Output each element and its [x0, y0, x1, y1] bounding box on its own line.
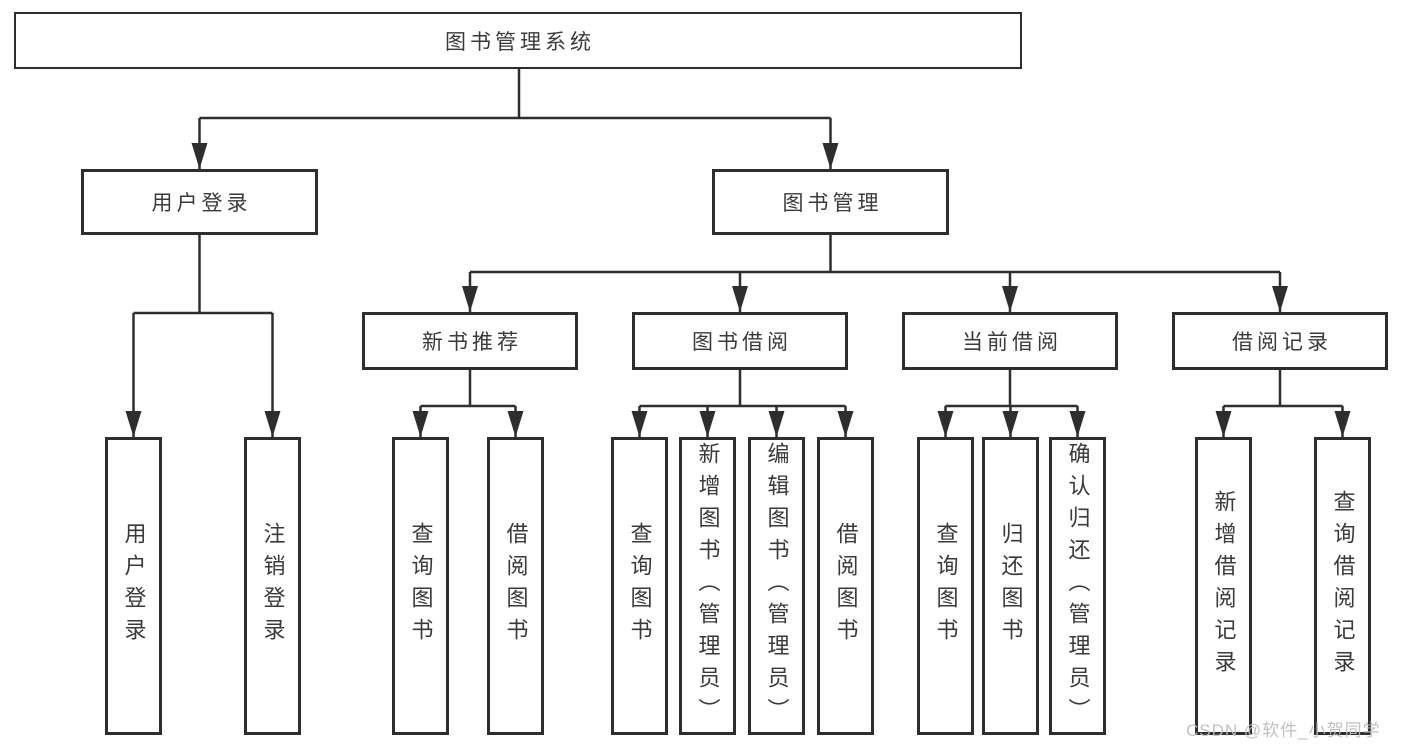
node-label: 图书借阅: [692, 331, 792, 354]
node-new-book-recommend: 新书推荐: [362, 312, 578, 370]
leaf-query-books-current: 查询图书: [917, 437, 974, 735]
node-current-borrow: 当前借阅: [902, 312, 1118, 370]
node-label: 编辑图书（管理员）: [764, 442, 790, 730]
node-label: 归还图书: [998, 522, 1024, 650]
node-label: 图书管理系统: [445, 30, 595, 54]
node-label: 用户登录: [121, 522, 147, 650]
node-book-management-system: 图书管理系统: [14, 12, 1022, 69]
leaf-query-borrow-record: 查询借阅记录: [1314, 437, 1371, 735]
leaf-user-login: 用户登录: [105, 437, 162, 735]
node-label: 图书管理: [782, 192, 883, 215]
node-label: 新增借阅记录: [1211, 490, 1237, 682]
leaf-borrow-books-borrow: 借阅图书: [817, 437, 874, 735]
csdn-watermark: CSDN @软件_小贺同学: [1186, 721, 1381, 740]
node-label: 借阅图书: [833, 522, 859, 650]
leaf-confirm-return-admin: 确认归还（管理员）: [1049, 437, 1106, 735]
node-label: 用户登录: [151, 192, 252, 215]
leaf-add-borrow-record: 新增借阅记录: [1195, 437, 1252, 735]
node-label: 确认归还（管理员）: [1065, 442, 1091, 730]
node-label: 查询图书: [408, 522, 434, 650]
leaf-return-book: 归还图书: [982, 437, 1039, 735]
leaf-borrow-books-recommend: 借阅图书: [487, 437, 544, 735]
leaf-query-books-recommend: 查询图书: [392, 437, 449, 735]
node-label: 注销登录: [260, 522, 286, 650]
node-book-borrow: 图书借阅: [632, 312, 848, 370]
leaf-edit-book-admin: 编辑图书（管理员）: [748, 437, 805, 735]
leaf-logout: 注销登录: [244, 437, 301, 735]
node-label: 查询借阅记录: [1330, 490, 1356, 682]
node-label: 查询图书: [933, 522, 959, 650]
node-book-management: 图书管理: [712, 169, 949, 235]
leaf-add-book-admin: 新增图书（管理员）: [679, 437, 736, 735]
node-user-login: 用户登录: [81, 169, 318, 235]
node-borrow-records: 借阅记录: [1172, 312, 1388, 370]
node-label: 新增图书（管理员）: [695, 442, 721, 730]
node-label: 新书推荐: [422, 331, 522, 354]
node-label: 借阅记录: [1232, 331, 1332, 354]
leaf-query-books-borrow: 查询图书: [611, 437, 668, 735]
node-label: 当前借阅: [962, 331, 1062, 354]
node-label: 借阅图书: [503, 522, 529, 650]
node-label: 查询图书: [627, 522, 653, 650]
